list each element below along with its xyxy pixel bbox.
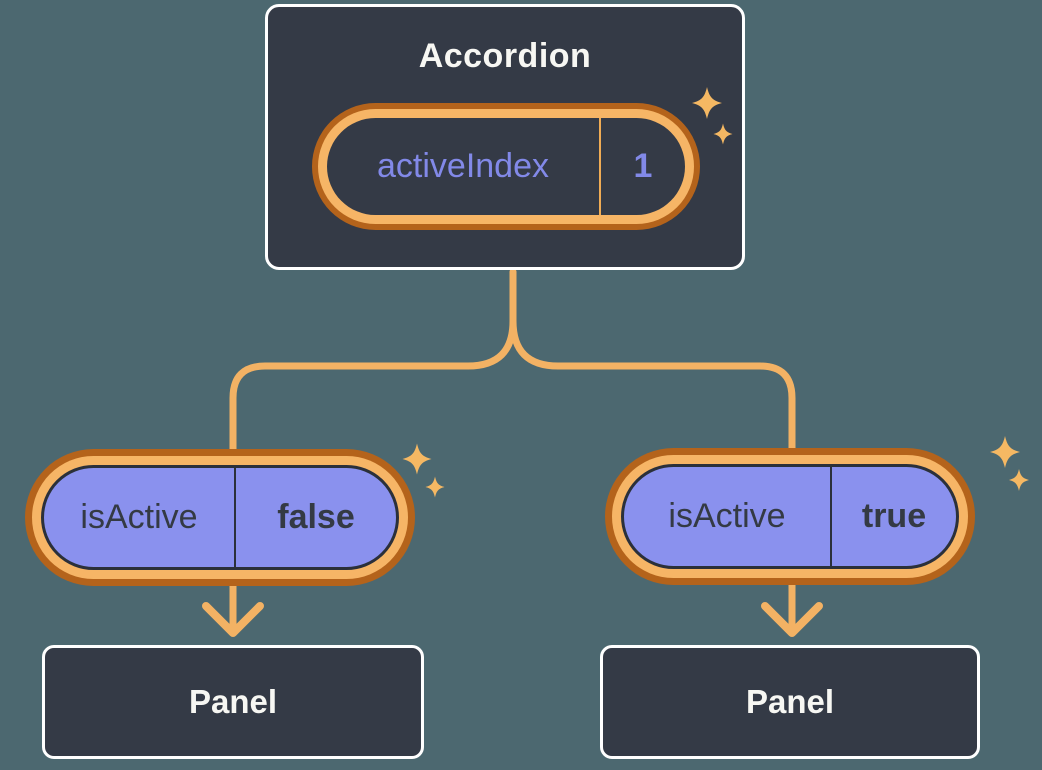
prop-pill-isactive-right: isActive true [605,448,975,585]
prop-pill-ring: isActive false [32,456,408,579]
state-pill-activeindex: activeIndex 1 [312,103,700,230]
arrow-down-icon-left [202,602,264,637]
prop-pill-body: isActive true [621,464,959,569]
prop-pill-ring: isActive true [612,455,968,578]
tree-edge-right [509,268,796,455]
prop-pill-isactive-left: isActive false [25,449,415,586]
state-name: activeIndex [377,147,549,185]
panel-node-left: Panel [42,645,424,759]
panel-title: Panel [188,683,278,720]
prop-name: isActive [80,498,198,536]
prop-value: true [830,467,956,566]
arrow-down-icon-right [761,602,823,637]
state-value: 1 [599,118,685,215]
tree-edge-left [229,268,517,456]
state-pill-ring: activeIndex 1 [318,109,694,224]
sparkle-icon [425,476,445,498]
sparkle-icon [990,436,1020,468]
prop-value: false [234,468,396,567]
panel-title: Panel [745,683,835,720]
prop-pill-body: isActive false [41,465,399,570]
state-pill-body: activeIndex 1 [327,118,685,215]
sparkle-icon [402,443,432,475]
sparkle-icon [1009,469,1029,491]
panel-node-right: Panel [600,645,980,759]
prop-name: isActive [668,497,786,535]
accordion-title: Accordion [418,37,592,75]
